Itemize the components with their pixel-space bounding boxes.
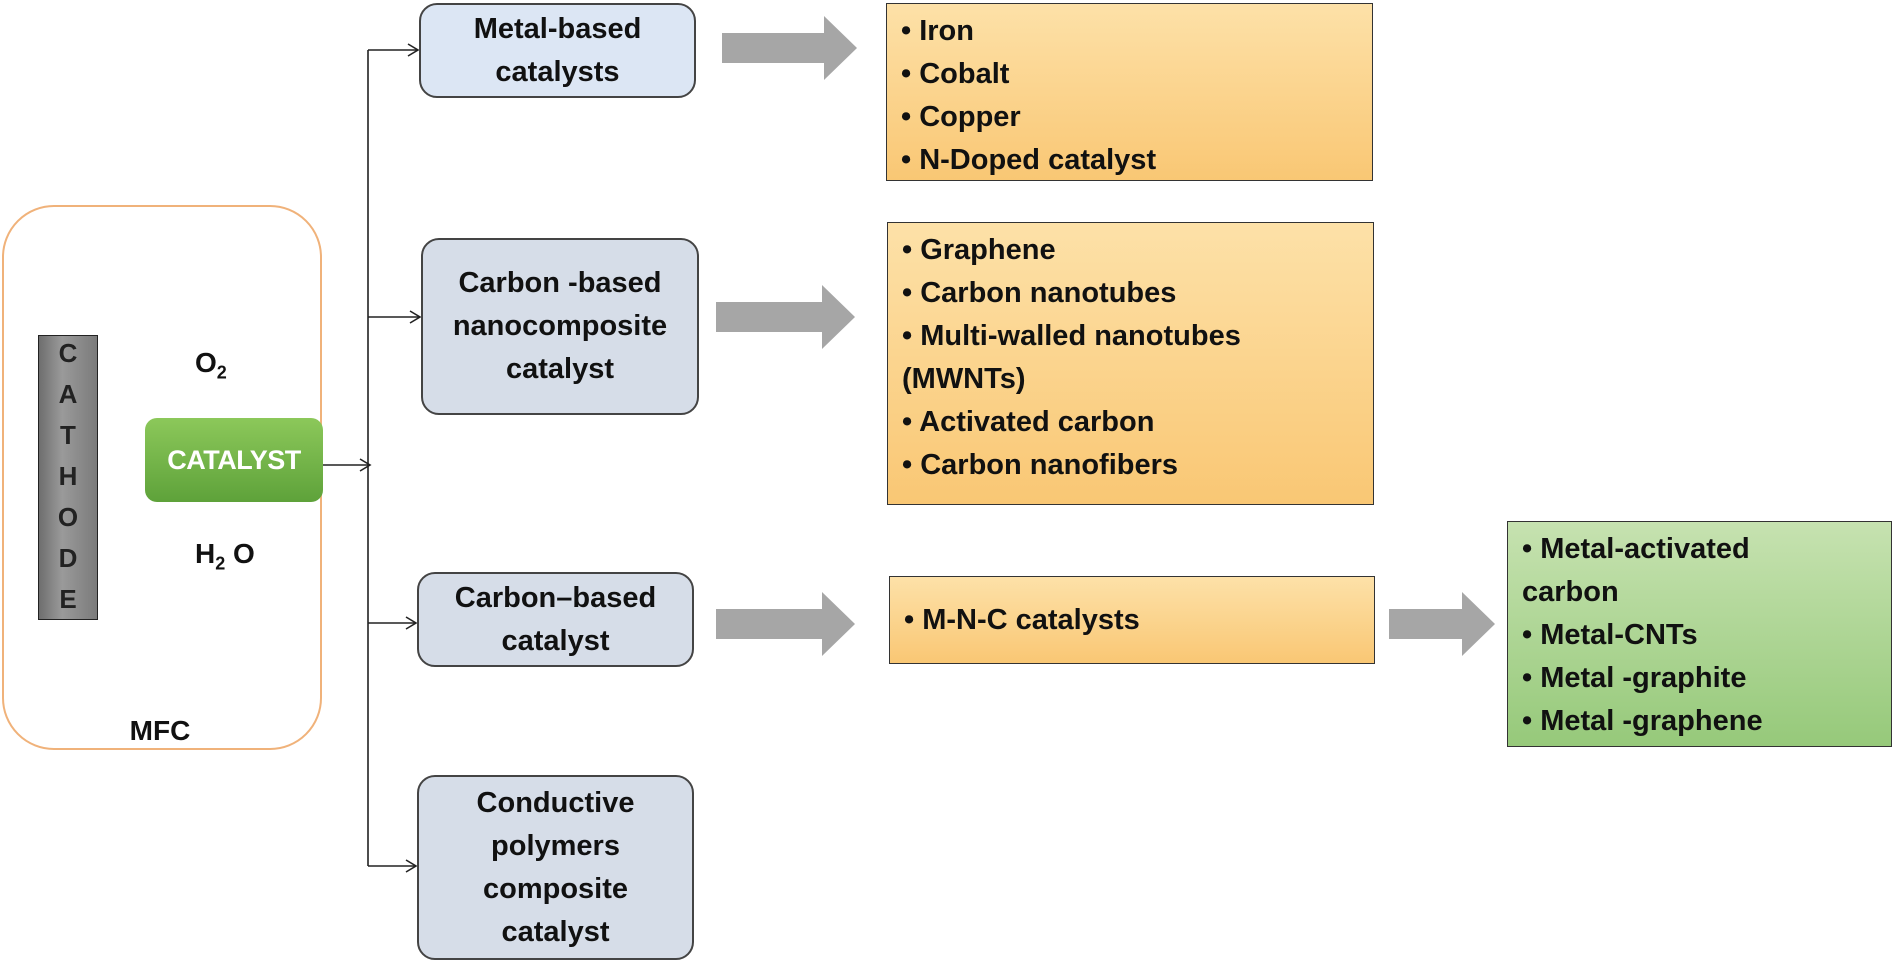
cathode-letter: A xyxy=(58,379,78,409)
category-line: polymers xyxy=(491,829,620,862)
category-conductive-polymers: Conductive polymers composite catalyst xyxy=(417,775,694,960)
list-metal-catalysts: • Iron • Cobalt • Copper • N-Doped catal… xyxy=(886,3,1373,181)
list-item: • Activated carbon xyxy=(902,406,1155,438)
list-item: • Iron xyxy=(901,15,974,47)
category-line: Metal-based xyxy=(473,12,642,45)
category-carbon-based: Carbon–based catalyst xyxy=(417,572,694,667)
list-item: (MWNTs) xyxy=(902,363,1026,395)
mfc-label: MFC xyxy=(129,715,191,746)
list-item: • Metal-CNTs xyxy=(1522,619,1698,651)
list-item: • Carbon nanofibers xyxy=(902,449,1179,481)
water-subscript: 2 xyxy=(215,553,226,574)
category-line: Carbon -based xyxy=(458,267,662,299)
list-item: • Cobalt xyxy=(901,58,1010,90)
cathode-letter: E xyxy=(59,584,77,614)
block-arrow-metal xyxy=(722,16,857,80)
cathode-letter: D xyxy=(58,543,78,573)
list-carbon-nanocomposite: • Graphene • Carbon nanotubes • Multi-wa… xyxy=(887,222,1374,505)
list-item: • Metal -graphite xyxy=(1522,662,1747,694)
list-item: • M-N-C catalysts xyxy=(904,603,1140,636)
catalyst-label: CATALYST xyxy=(167,444,301,475)
list-item: • Graphene xyxy=(902,234,1056,266)
cathode-letter: C xyxy=(58,338,78,368)
category-line: nanocomposite xyxy=(452,310,668,342)
oxygen-label: O2 xyxy=(195,347,227,384)
list-item: • Metal -graphene xyxy=(1522,705,1763,737)
category-carbon-nanocomposite: Carbon -based nanocomposite catalyst xyxy=(421,238,699,415)
category-metal-based: Metal-based catalysts xyxy=(419,3,696,98)
list-item: • Copper xyxy=(901,101,1021,133)
list-item: carbon xyxy=(1522,576,1619,608)
block-arrow-carbon-nano xyxy=(716,285,855,349)
list-item: • Carbon nanotubes xyxy=(902,277,1177,309)
category-line: composite xyxy=(482,872,629,905)
category-line: catalysts xyxy=(495,55,620,88)
block-arrow-metal-carbon xyxy=(1389,592,1495,656)
category-line: Conductive xyxy=(476,786,635,819)
water-label: H2 O xyxy=(195,538,255,575)
list-item: • Multi-walled nanotubes xyxy=(902,320,1241,352)
cathode-letter: O xyxy=(57,502,79,532)
water-tail: O xyxy=(225,538,255,569)
category-line: Carbon–based xyxy=(454,581,657,614)
category-line: catalyst xyxy=(501,624,610,657)
water-symbol: H xyxy=(195,538,216,569)
list-item: • N-Doped catalyst xyxy=(901,144,1157,176)
category-line: catalyst xyxy=(501,915,610,948)
cathode-letter: T xyxy=(60,420,76,450)
list-metal-carbon: • Metal-activated carbon • Metal-CNTs • … xyxy=(1507,521,1892,747)
cathode-letter: H xyxy=(58,461,78,491)
block-arrow-carbon xyxy=(716,592,855,656)
list-item: • Metal-activated xyxy=(1522,533,1750,565)
oxygen-symbol: O xyxy=(195,347,217,378)
category-line: catalyst xyxy=(505,353,614,385)
oxygen-subscript: 2 xyxy=(216,362,227,383)
list-carbon-catalysts: • M-N-C catalysts xyxy=(889,576,1375,664)
catalyst-block: CATALYST xyxy=(145,418,323,502)
cathode-electrode: C A T H O D E xyxy=(38,335,98,620)
